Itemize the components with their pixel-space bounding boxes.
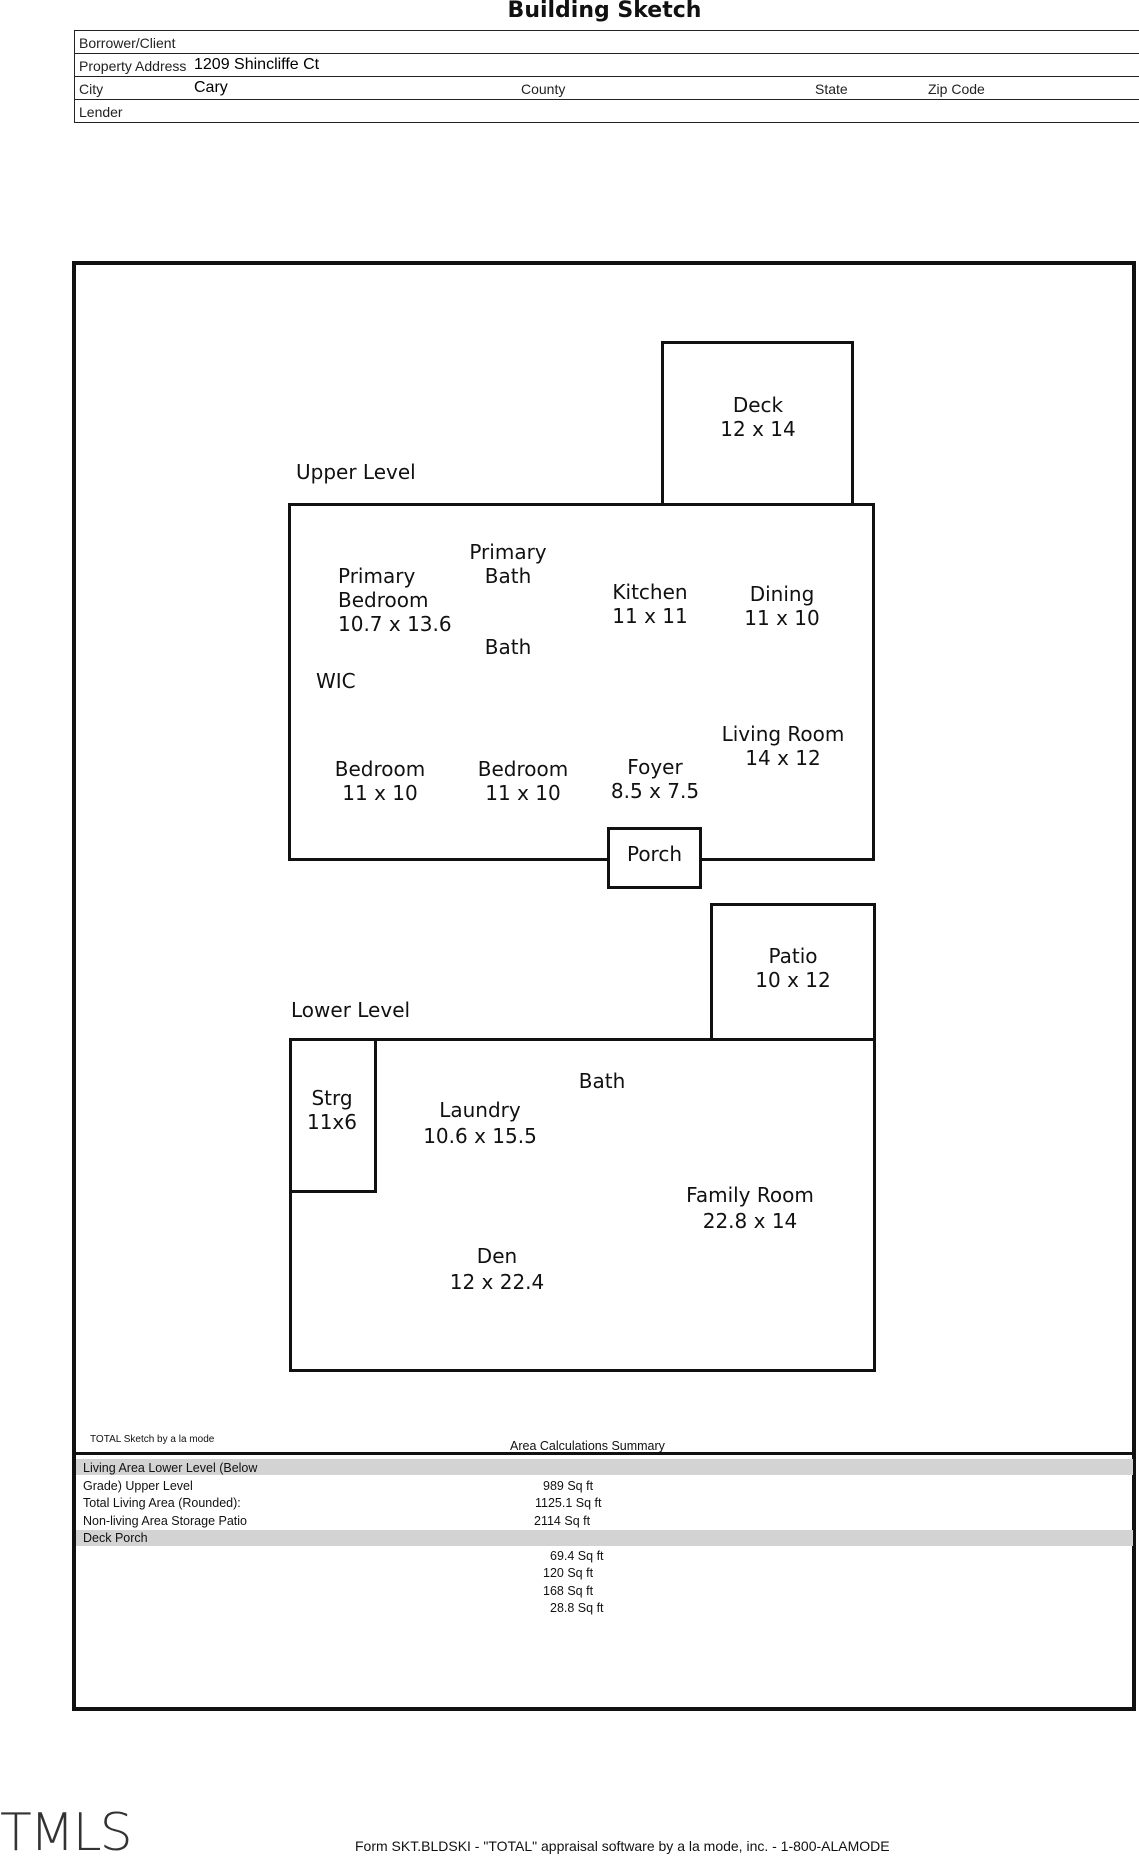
- room-bedroom-2: Bedroom 11 x 10: [477, 757, 569, 805]
- zip-label: Zip Code: [928, 81, 985, 97]
- sketch-credit: TOTAL Sketch by a la mode: [90, 1434, 215, 1445]
- room-bedroom-1: Bedroom 11 x 10: [334, 757, 426, 805]
- city-label: City: [79, 81, 104, 97]
- room-strg: Strg 11x6: [306, 1086, 357, 1134]
- address-value: 1209 Shincliffe Ct: [194, 56, 320, 73]
- page-title: Building Sketch: [507, 0, 702, 23]
- porch-outline: [607, 827, 702, 889]
- summary-value: 168 Sq ft: [543, 1584, 594, 1598]
- summary-row-4: Non-living Area Storage Patio: [83, 1514, 247, 1528]
- strg-outline: [289, 1038, 377, 1193]
- room-primary-bath: Primary Bath: [469, 540, 547, 588]
- state-label: State: [815, 81, 848, 97]
- room-bath-lower: Bath: [578, 1069, 626, 1093]
- room-patio: Patio 10 x 12: [755, 944, 831, 992]
- summary-value: 989 Sq ft: [543, 1479, 594, 1493]
- upper-level-outline: [288, 503, 875, 861]
- lender-label: Lender: [79, 104, 123, 120]
- summary-title: Area Calculations Summary: [510, 1439, 665, 1453]
- summary-band-1: [76, 1459, 1133, 1475]
- city-row: City Cary County State Zip Code: [75, 77, 1139, 100]
- summary-value: 28.8 Sq ft: [550, 1601, 604, 1615]
- summary-value: 120 Sq ft: [543, 1566, 594, 1580]
- room-dining: Dining 11 x 10: [744, 582, 820, 630]
- room-kitchen: Kitchen 11 x 11: [612, 580, 688, 628]
- sketch-frame: [72, 261, 1136, 1711]
- lender-row: Lender: [75, 100, 1139, 122]
- county-label: County: [521, 81, 566, 97]
- address-row: Property Address 1209 Shincliffe Ct: [75, 54, 1139, 77]
- room-bath-upper: Bath: [484, 635, 532, 659]
- lower-level-label: Lower Level: [291, 998, 411, 1022]
- summary-value: 69.4 Sq ft: [550, 1549, 604, 1563]
- room-wic: WIC: [316, 669, 356, 693]
- form-footer: Form SKT.BLDSKI - "TOTAL" appraisal soft…: [355, 1838, 890, 1854]
- summary-row-1: Living Area Lower Level (Below: [83, 1461, 258, 1475]
- room-den: Den 12 x 22.4: [449, 1244, 545, 1294]
- room-primary-bedroom: Primary Bedroom 10.7 x 13.6: [338, 564, 452, 636]
- room-porch: Porch: [626, 842, 683, 866]
- room-deck: Deck 12 x 14: [720, 393, 796, 441]
- borrower-row: Borrower/Client: [75, 31, 1139, 54]
- room-living-room: Living Room 14 x 12: [721, 722, 845, 770]
- address-label: Property Address: [79, 58, 187, 74]
- summary-value: 2114 Sq ft: [534, 1514, 591, 1528]
- city-value: Cary: [194, 79, 228, 96]
- summary-divider: [76, 1452, 1133, 1455]
- header-table: Borrower/Client Property Address 1209 Sh…: [74, 30, 1139, 123]
- summary-value: 1125.1 Sq ft: [535, 1496, 602, 1510]
- tmls-logo: TMLS: [0, 1803, 133, 1863]
- lower-level-outline: [289, 1038, 876, 1372]
- summary-row-2: Grade) Upper Level: [83, 1479, 193, 1493]
- summary-row-3: Total Living Area (Rounded):: [83, 1496, 241, 1510]
- room-foyer: Foyer 8.5 x 7.5: [610, 755, 700, 803]
- upper-level-label: Upper Level: [296, 460, 416, 484]
- summary-band-2: [76, 1530, 1133, 1546]
- borrower-label: Borrower/Client: [79, 35, 176, 51]
- room-laundry: Laundry 10.6 x 15.5: [423, 1098, 537, 1148]
- room-family-room: Family Room 22.8 x 14: [686, 1183, 814, 1233]
- summary-row-5: Deck Porch: [83, 1531, 148, 1545]
